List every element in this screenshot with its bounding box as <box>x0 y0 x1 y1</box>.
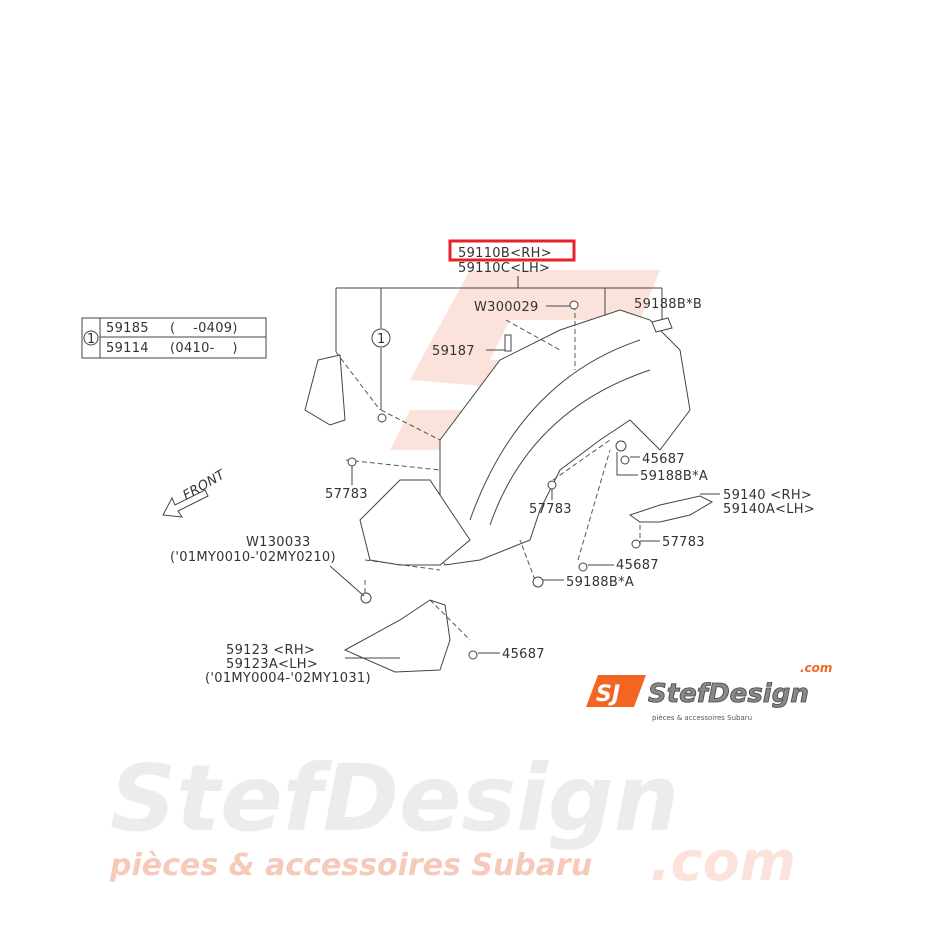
watermark-domain: .com <box>650 830 796 893</box>
ref-row-1-part: 59185 <box>106 321 149 336</box>
clip-57783-left <box>347 457 357 467</box>
clip-45687-lower <box>468 650 478 660</box>
label-59123-range: ('01MY0004-'02MY1031) <box>205 671 371 686</box>
label-w130033: W130033 <box>246 535 311 550</box>
label-59140-rh: 59140 <RH> <box>723 488 812 503</box>
front-arrow: FRONT <box>162 467 228 518</box>
logo-brand: StefDesign <box>648 679 809 709</box>
ref-row-2-range: (0410- ) <box>170 341 238 356</box>
logo-tagline: pièces & accessoires Subaru <box>652 714 752 722</box>
leader-lines <box>335 276 663 410</box>
clip-57783-mid <box>547 480 557 490</box>
logo-letter: SJ <box>596 682 620 707</box>
stefdesign-logo: SJ StefDesign .com pièces & accessoires … <box>586 661 832 722</box>
label-59110b-rh: 59110B<RH> <box>458 246 552 261</box>
clip-57783-right <box>631 539 641 549</box>
label-59110c-lh: 59110C<LH> <box>458 261 550 276</box>
ref-row-2-part: 59114 <box>106 341 149 356</box>
label-59123a-lh: 59123A<LH> <box>226 657 318 672</box>
clip-45687-upper <box>620 455 630 465</box>
label-59123-rh: 59123 <RH> <box>226 643 315 658</box>
fender-liner-part <box>304 309 714 673</box>
ref-table-ref: 1 <box>87 332 96 347</box>
clip-59188ba-upper <box>615 440 627 452</box>
label-57783-left: 57783 <box>325 487 368 502</box>
label-45687-upper: 45687 <box>642 452 685 467</box>
label-59140a-lh: 59140A<LH> <box>723 502 815 517</box>
label-59187: 59187 <box>432 344 475 359</box>
label-59188b-b: 59188B*B <box>634 297 702 312</box>
screw-59187 <box>504 334 512 352</box>
ref-circle-1 <box>371 328 391 348</box>
part-labels: 59110B<RH> 59110C<LH> W300029 59188B*B 5… <box>170 246 815 686</box>
label-45687-mid: 45687 <box>616 558 659 573</box>
label-57783-right: 57783 <box>662 535 705 550</box>
clip-57783-upper <box>377 413 387 423</box>
label-w130033-range: ('01MY0010-'02MY0210) <box>170 550 336 565</box>
reference-table: 1 59185 ( -0409) 59114 (0410- ) <box>81 317 267 359</box>
label-57783-mid: 57783 <box>529 502 572 517</box>
label-leaders <box>329 305 720 659</box>
clip-59188ba-lower <box>532 576 544 588</box>
ref-circle-1-label: 1 <box>377 332 386 347</box>
clip-45687-mid <box>578 562 588 572</box>
watermark: StefDesign pièces & accessoires Subaru .… <box>109 270 796 893</box>
highlight-box <box>448 239 576 262</box>
watermark-brand: StefDesign <box>110 745 679 852</box>
fasteners <box>347 300 641 660</box>
ref-row-1-range: ( -0409) <box>170 321 238 336</box>
label-w300029: W300029 <box>474 300 539 315</box>
logo-domain: .com <box>800 661 832 675</box>
watermark-tagline: pièces & accessoires Subaru <box>109 848 592 883</box>
label-59188b-a-upper: 59188B*A <box>640 469 708 484</box>
assembly-lines <box>335 305 641 641</box>
clip-w300029 <box>569 300 579 310</box>
label-45687-lower: 45687 <box>502 647 545 662</box>
label-59188b-a-lower: 59188B*A <box>566 575 634 590</box>
